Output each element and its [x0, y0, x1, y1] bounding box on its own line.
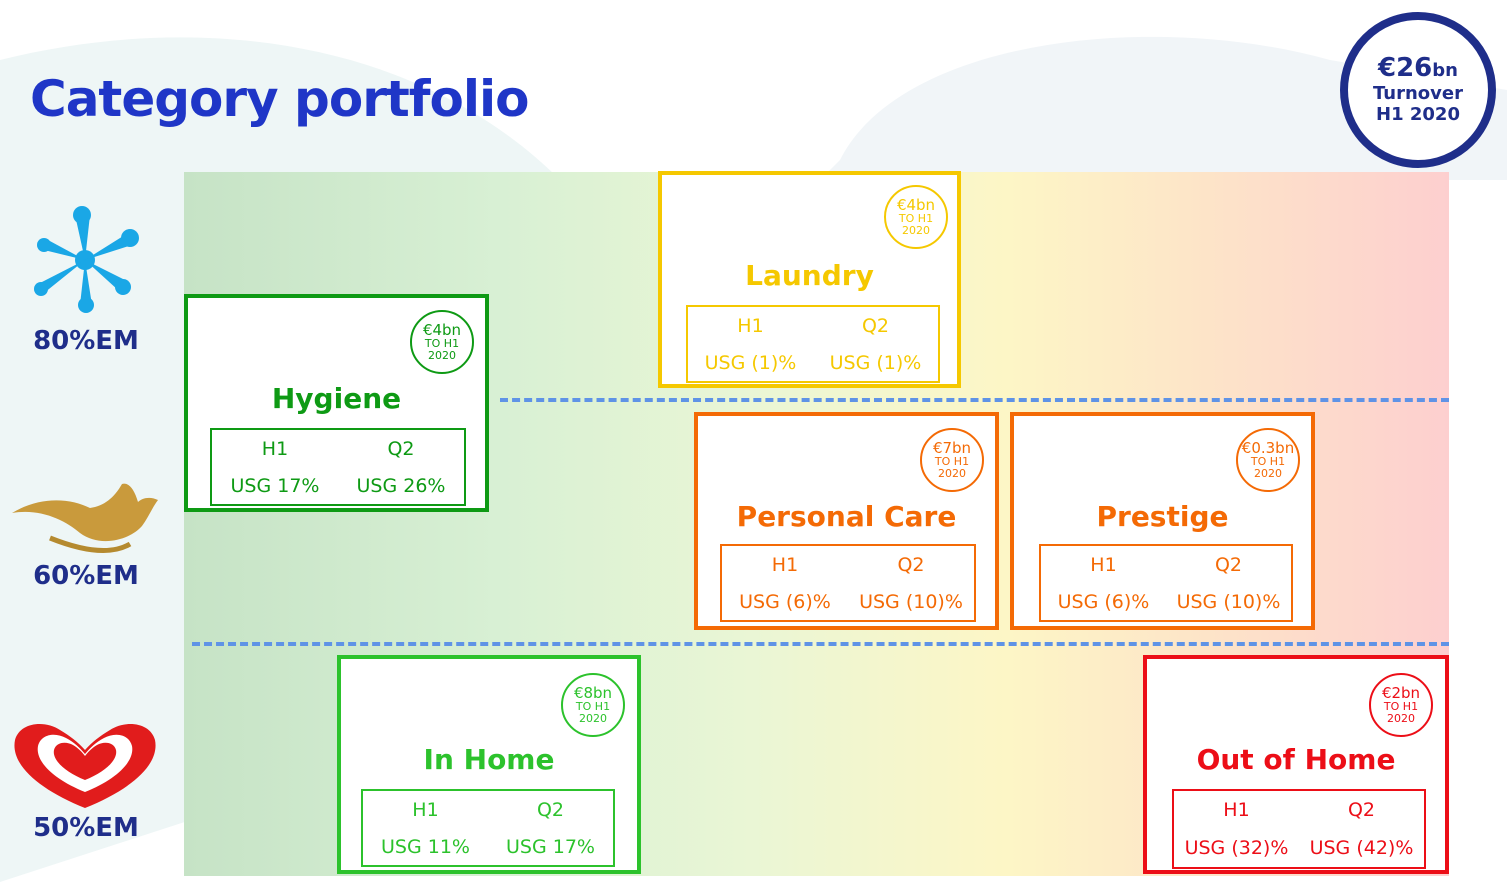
- col-head-h1: H1: [737, 314, 764, 337]
- category-card-personal-care: €7bn TO H1 2020 Personal Care H1 Q2 USG …: [694, 412, 999, 630]
- dove-icon: [12, 483, 158, 554]
- turnover-badge-hygiene: €4bn TO H1 2020: [410, 310, 474, 374]
- turnover-badge-personal-care: €7bn TO H1 2020: [920, 428, 984, 492]
- value-h1: USG (6)%: [1057, 590, 1150, 613]
- turnover-badge-prestige: €0.3bn TO H1 2020: [1236, 428, 1300, 492]
- col-head-q2: Q2: [1347, 799, 1376, 821]
- page-title: Category portfolio: [30, 70, 529, 128]
- brand-heart: [10, 720, 160, 814]
- divider-line-lower: [192, 642, 1449, 646]
- category-card-prestige: €0.3bn TO H1 2020 Prestige H1 Q2 USG (6)…: [1010, 412, 1315, 630]
- splash-icon: [34, 206, 139, 313]
- turnover-badge-laundry: €4bn TO H1 2020: [884, 185, 948, 249]
- category-card-in-home: €8bn TO H1 2020 In Home H1 Q2 USG 11% US…: [337, 655, 641, 874]
- brand-dove: [10, 478, 160, 562]
- em-share-splash: 80%EM: [33, 326, 139, 356]
- category-name-prestige: Prestige: [1096, 500, 1229, 533]
- value-h1: USG 17%: [230, 474, 320, 497]
- col-head-q2: Q2: [897, 553, 925, 576]
- turnover-badge-out-of-home: €2bn TO H1 2020: [1369, 673, 1433, 737]
- value-h1: USG (1)%: [704, 351, 797, 374]
- category-name-personal-care: Personal Care: [736, 500, 957, 533]
- turnover-amount: €26bn: [1378, 53, 1458, 84]
- value-q2: USG (1)%: [829, 351, 922, 374]
- value-q2: USG (42)%: [1309, 837, 1414, 859]
- growth-table-personal-care: H1 Q2 USG (6)% USG (10)%: [720, 544, 976, 622]
- col-head-q2: Q2: [861, 314, 890, 337]
- turnover-badge-in-home: €8bn TO H1 2020: [561, 673, 625, 737]
- em-share-heart: 50%EM: [33, 813, 139, 843]
- divider-line-upper: [500, 398, 1449, 402]
- col-head-q2: Q2: [1214, 553, 1243, 576]
- growth-table-in-home: H1 Q2 USG 11% USG 17%: [361, 789, 615, 867]
- value-q2: USG (10)%: [859, 590, 963, 613]
- growth-table-hygiene: H1 Q2 USG 17% USG 26%: [210, 428, 466, 506]
- col-head-h1: H1: [771, 553, 799, 576]
- col-head-h1: H1: [412, 798, 439, 821]
- col-head-q2: Q2: [387, 437, 415, 460]
- value-h1: USG (32)%: [1184, 837, 1289, 859]
- category-name-out-of-home: Out of Home: [1196, 743, 1396, 776]
- growth-table-laundry: H1 Q2 USG (1)% USG (1)%: [686, 305, 940, 383]
- category-card-laundry: €4bn TO H1 2020 Laundry H1 Q2 USG (1)% U…: [658, 171, 961, 388]
- category-name-in-home: In Home: [423, 743, 555, 776]
- growth-table-prestige: H1 Q2 USG (6)% USG (10)%: [1039, 544, 1293, 622]
- growth-table-out-of-home: H1 Q2 USG (32)% USG (42)%: [1172, 789, 1426, 869]
- col-head-h1: H1: [261, 437, 289, 460]
- turnover-period: H1 2020: [1376, 103, 1460, 125]
- category-card-hygiene: €4bn TO H1 2020 Hygiene H1 Q2 USG 17% US…: [184, 294, 489, 512]
- em-share-dove: 60%EM: [33, 561, 139, 591]
- turnover-badge: €26bn Turnover H1 2020: [1340, 12, 1496, 168]
- category-name-laundry: Laundry: [745, 259, 874, 292]
- value-h1: USG (6)%: [739, 590, 831, 613]
- value-q2: USG 26%: [356, 474, 446, 497]
- category-card-out-of-home: €2bn TO H1 2020 Out of Home H1 Q2 USG (3…: [1143, 655, 1449, 874]
- value-q2: USG (10)%: [1176, 590, 1281, 613]
- brand-splash: [10, 205, 160, 319]
- col-head-h1: H1: [1090, 553, 1117, 576]
- heart-icon: [14, 724, 156, 808]
- category-name-hygiene: Hygiene: [271, 382, 402, 415]
- col-head-q2: Q2: [536, 798, 565, 821]
- col-head-h1: H1: [1223, 799, 1250, 821]
- value-h1: USG 11%: [381, 835, 470, 858]
- value-q2: USG 17%: [506, 835, 595, 858]
- turnover-label: Turnover: [1373, 83, 1463, 105]
